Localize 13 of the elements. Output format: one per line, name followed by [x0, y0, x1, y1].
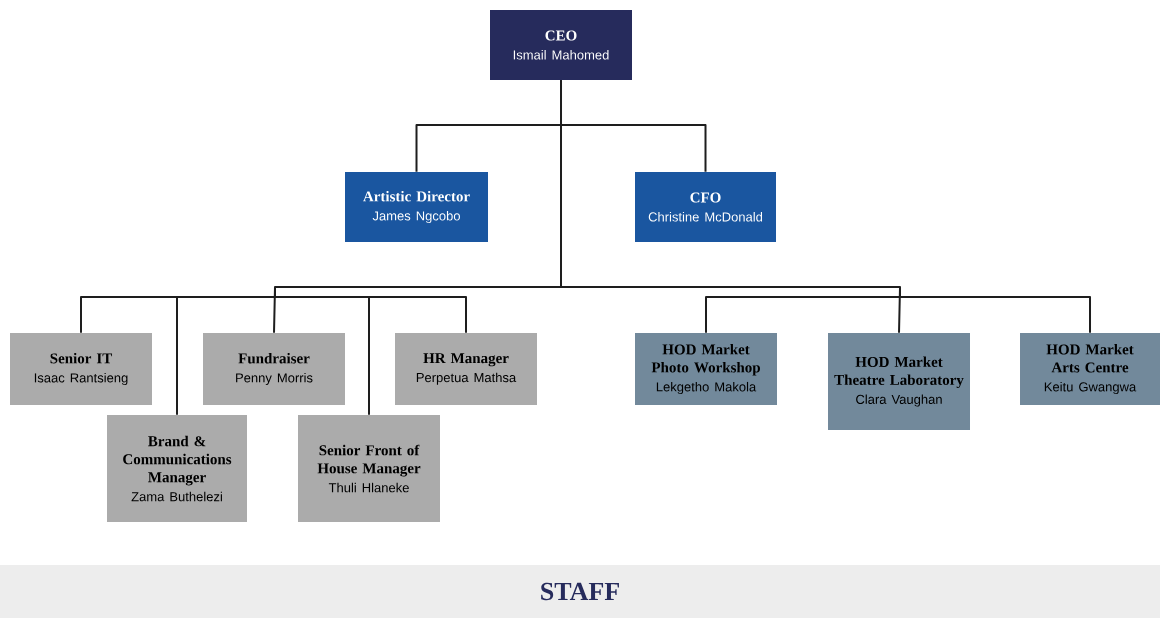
staff-box: Senior IT Isaac Rantsieng	[10, 333, 152, 405]
staff-box: HR Manager Perpetua Mathsa	[395, 333, 537, 405]
department-box: HOD Market Photo Workshop Lekgetho Makola	[635, 333, 777, 405]
department-box: HOD Market Theatre Laboratory Clara Vaughan	[828, 333, 970, 430]
staff-box: Brand & Communications Manager Zama Buthelezi	[107, 415, 247, 522]
staff-band: STAFF	[0, 565, 1160, 618]
ceo-box: CEO Ismail Mahomed	[490, 10, 632, 80]
staff-box: Fundraiser Penny Morris	[203, 333, 345, 405]
connector-line	[560, 79, 1091, 334]
department-box: HOD Market Arts Centre Keitu Gwangwa	[1020, 333, 1160, 405]
director-box: CFO Christine McDonald	[635, 172, 776, 242]
staff-box: Senior Front of House Manager Thuli Hlaneke	[298, 415, 440, 522]
director-box: Artistic Director James Ngcobo	[345, 172, 488, 242]
